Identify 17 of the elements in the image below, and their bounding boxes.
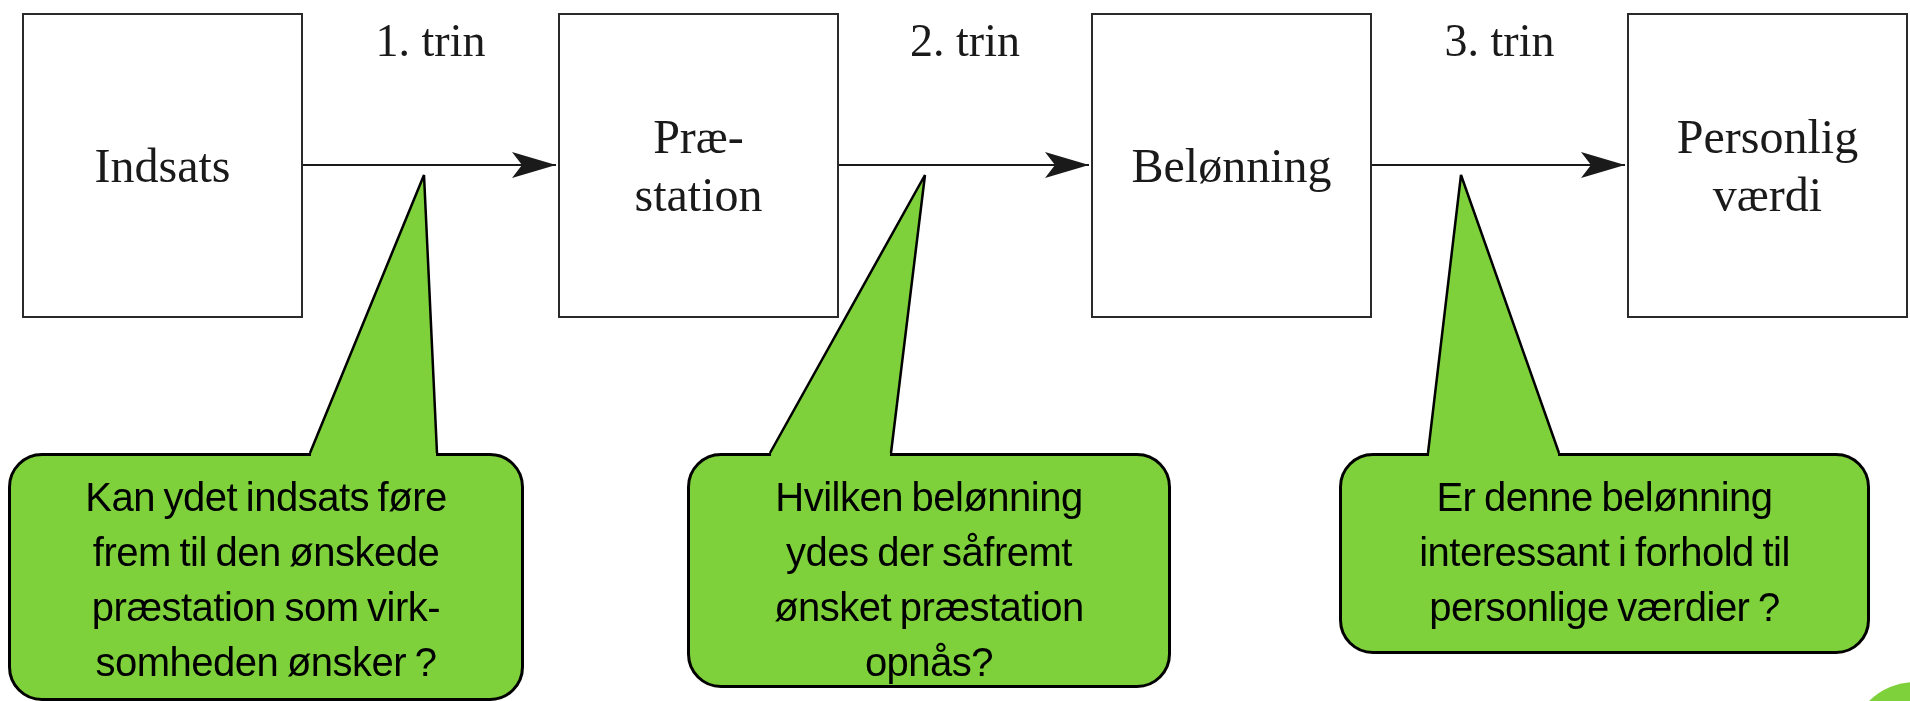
arrow xyxy=(1371,152,1626,178)
callout-text: Er denne belønning interessant i forhold til personlige værdier ? xyxy=(1418,474,1791,631)
process-box xyxy=(558,13,839,318)
box-label: Præ- station xyxy=(633,108,764,223)
box-label: Personlig værdi xyxy=(1675,108,1860,223)
process-box xyxy=(1091,13,1372,318)
callout-pointer xyxy=(308,173,439,455)
process-box xyxy=(22,13,303,318)
callout-pointer xyxy=(768,173,927,455)
arrow xyxy=(302,152,557,178)
callout-pointer xyxy=(1426,173,1561,455)
arrow xyxy=(838,152,1090,178)
callout-text: Hvilken belønning ydes der såfremt ønsket præstation opnås? xyxy=(773,474,1085,686)
box-label: Belønning xyxy=(1131,137,1332,194)
callout-text: Kan ydet indsats føre frem til den ønskede præstation som virk- somheden ønsker ? xyxy=(84,474,448,686)
box-label: Indsats xyxy=(94,137,231,194)
process-box xyxy=(1627,13,1908,318)
